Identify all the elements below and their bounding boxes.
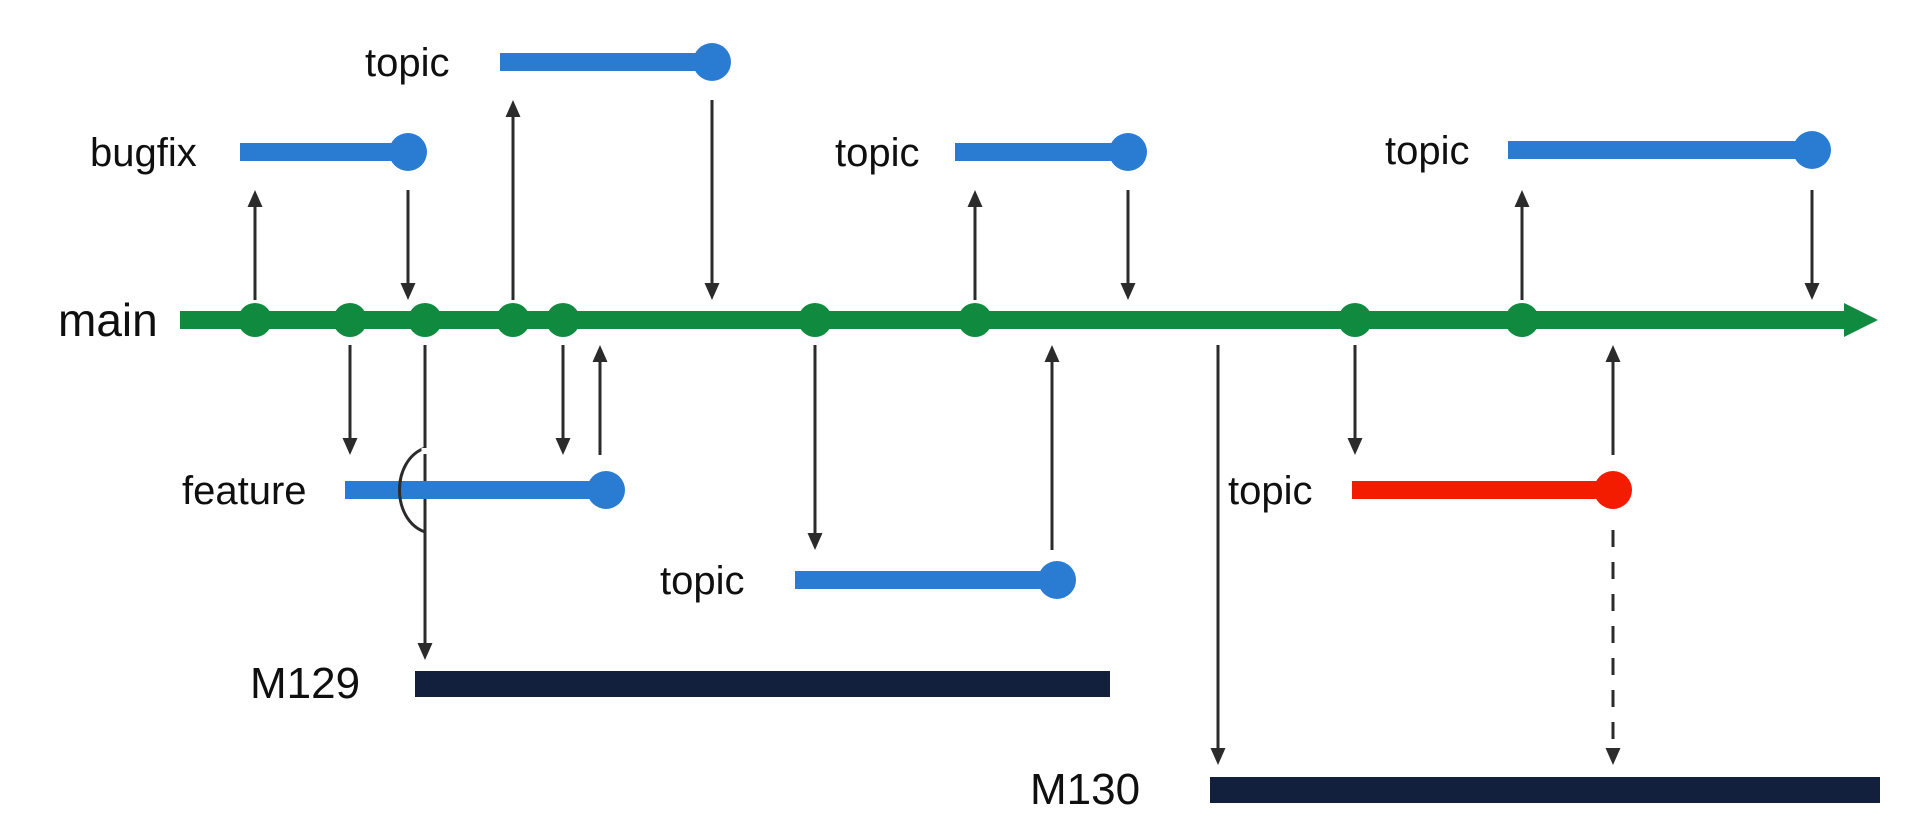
flow-arrow-1: [400, 190, 416, 300]
flow-arrow-7: [1804, 190, 1820, 300]
main-commit-dot-3[interactable]: [496, 303, 530, 337]
main-commit-dot-5[interactable]: [798, 303, 832, 337]
main-commit-dot-8[interactable]: [1505, 303, 1539, 337]
branch-tip-dot-topic-bottom-mid[interactable]: [1038, 561, 1076, 599]
milestone-label-m130: M130: [1030, 765, 1140, 814]
branch-bar-topic-top-left: [500, 53, 712, 71]
flow-arrow-11: [592, 345, 608, 455]
milestone-label-m129: M129: [250, 659, 360, 708]
branch-tip-dot-topic-top-mid[interactable]: [1109, 133, 1147, 171]
branch-label-topic-top-right: topic: [1385, 129, 1470, 173]
branch-label-topic-hotfix: topic: [1228, 469, 1313, 513]
flow-arrow-17: [1605, 530, 1621, 765]
flow-arrow-9: [417, 345, 433, 660]
branch-label-topic-top-left: topic: [365, 41, 450, 85]
flow-arrow-10: [555, 345, 571, 455]
branch-tip-dot-topic-top-left[interactable]: [693, 43, 731, 81]
branch-label-topic-bottom-mid: topic: [660, 559, 745, 603]
main-branch-arrowhead: [1844, 303, 1878, 337]
milestone-bar-m130: [1210, 777, 1880, 803]
main-commit-dot-0[interactable]: [238, 303, 272, 337]
line-crossing-hop-feature: [398, 446, 426, 534]
main-commit-dot-7[interactable]: [1338, 303, 1372, 337]
main-commit-dot-1[interactable]: [333, 303, 367, 337]
branch-label-feature: feature: [182, 469, 307, 513]
branch-tip-dot-topic-top-right[interactable]: [1793, 131, 1831, 169]
branch-tip-dot-topic-hotfix[interactable]: [1594, 471, 1632, 509]
flow-arrow-12: [807, 345, 823, 550]
branch-bar-topic-top-mid: [955, 143, 1128, 161]
flow-arrow-4: [967, 190, 983, 300]
main-commit-dot-6[interactable]: [958, 303, 992, 337]
main-branch-line: [180, 311, 1844, 329]
flow-arrow-13: [1044, 345, 1060, 550]
flow-arrow-16: [1605, 345, 1621, 455]
main-commit-dot-4[interactable]: [546, 303, 580, 337]
flow-arrow-15: [1347, 345, 1363, 455]
branch-label-topic-top-mid: topic: [835, 131, 920, 175]
branch-bar-bugfix: [240, 143, 408, 161]
branch-label-bugfix: bugfix: [90, 131, 197, 175]
flow-arrow-14: [1210, 345, 1226, 765]
branch-bar-topic-bottom-mid: [795, 571, 1057, 589]
hop-mask-top-feature: [421, 448, 429, 454]
flow-arrow-2: [505, 100, 521, 300]
branch-bar-topic-hotfix: [1352, 481, 1613, 499]
main-branch-label: main: [58, 294, 158, 346]
branch-tip-dot-bugfix[interactable]: [389, 133, 427, 171]
flow-arrow-8: [342, 345, 358, 455]
flow-arrow-6: [1514, 190, 1530, 300]
main-commit-dot-2[interactable]: [408, 303, 442, 337]
branch-bar-topic-top-right: [1508, 141, 1812, 159]
branch-tip-dot-feature[interactable]: [587, 471, 625, 509]
milestone-bar-m129: [415, 671, 1110, 697]
flow-arrow-3: [704, 100, 720, 300]
flow-arrow-0: [247, 190, 263, 300]
branch-bar-feature: [345, 481, 606, 499]
flow-arrow-5: [1120, 190, 1136, 300]
